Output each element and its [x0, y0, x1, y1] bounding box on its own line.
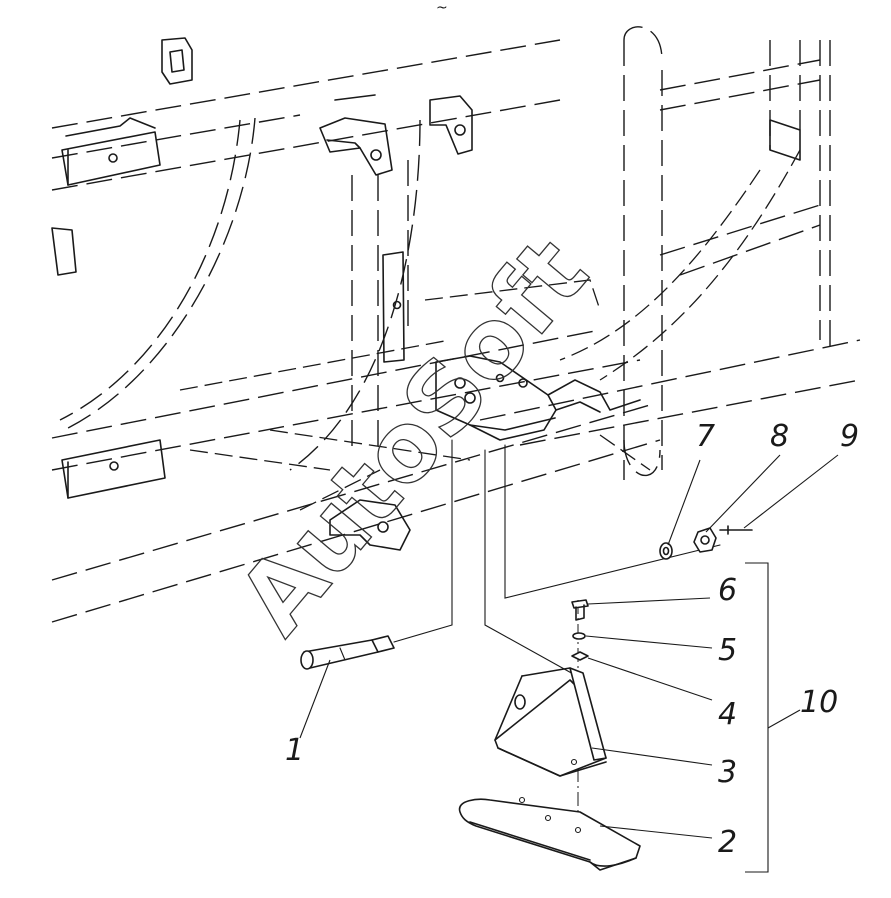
frame-visible-parts [51, 37, 801, 551]
callout-1: 1 [285, 733, 304, 768]
top-mark: ~ [436, 0, 448, 16]
cotter-pin-part-9 [719, 525, 753, 535]
pin-part-1 [300, 624, 453, 670]
callout-3: 3 [718, 755, 737, 790]
watermark-text: AutoSoft [217, 217, 610, 655]
flat-washer-part-4 [571, 651, 589, 661]
spring-washer-part-5 [572, 632, 586, 640]
bolt-part-6 [571, 599, 589, 621]
callout-5: 5 [718, 633, 737, 668]
callout-9: 9 [840, 419, 859, 454]
callout-labels: 1 2 3 4 5 6 7 8 9 10 [285, 419, 859, 860]
leader-lines [299, 454, 839, 873]
callout-2: 2 [718, 825, 737, 860]
base-plate-part-2 [458, 796, 641, 871]
frame-hidden-lines [51, 26, 861, 623]
assembly-axis-lines [451, 439, 721, 840]
bracket-part-3 [494, 667, 607, 777]
nut-part-8 [693, 527, 717, 553]
callout-6: 6 [718, 573, 737, 608]
washer-part-7 [659, 542, 673, 560]
callout-4: 4 [718, 697, 737, 732]
callout-10: 10 [800, 685, 838, 720]
callout-8: 8 [770, 419, 789, 454]
callout-7: 7 [696, 419, 715, 454]
